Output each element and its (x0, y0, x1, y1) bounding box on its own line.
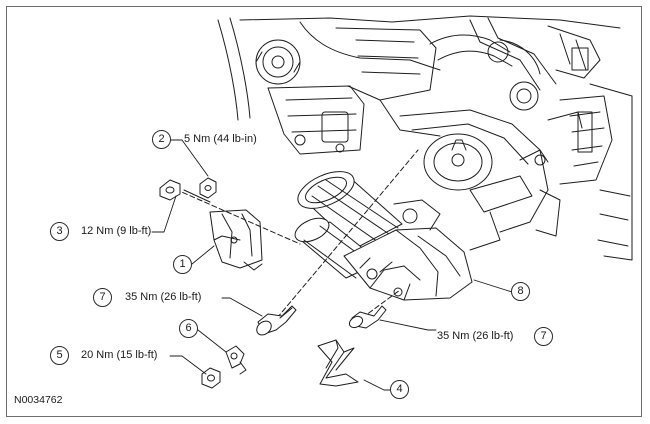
callout-3: 3 (50, 222, 69, 241)
alignment-line-upper (167, 185, 301, 245)
leader-lines (151, 139, 513, 391)
starter-motor (294, 171, 473, 301)
alignment-line-bolt-7-left (271, 149, 419, 325)
callout-1: 1 (173, 255, 192, 274)
engine-block-drawing (217, 15, 633, 261)
bolt-part-7-right (348, 305, 387, 329)
torque-label-2: 5 Nm (44 lb-in) (184, 133, 257, 145)
callout-8: 8 (511, 282, 530, 301)
nut-part-5 (201, 367, 221, 389)
diagram-frame (6, 6, 642, 417)
terminal-part-6 (225, 345, 247, 375)
callout-4: 4 (390, 380, 409, 399)
heat-shield-part-4 (317, 339, 359, 387)
callout-7-left: 7 (93, 288, 112, 307)
cable-bracket (209, 209, 263, 271)
callout-7-right: 7 (534, 327, 553, 346)
torque-label-3: 12 Nm (9 lb-ft) (81, 225, 152, 237)
alignment-line-bolt-7-right (361, 289, 401, 319)
torque-label-5: 20 Nm (15 lb-ft) (81, 349, 158, 361)
callout-2: 2 (152, 130, 171, 149)
figure-id: N0034762 (14, 394, 63, 406)
torque-label-7-left: 35 Nm (26 lb-ft) (125, 291, 202, 303)
bolt-part-7-left (256, 305, 297, 336)
callout-6: 6 (179, 319, 198, 338)
callout-5: 5 (50, 346, 69, 365)
torque-label-7-right: 35 Nm (26 lb-ft) (437, 330, 514, 342)
nut-part-2 (199, 177, 217, 199)
nut-part-3 (159, 179, 181, 201)
